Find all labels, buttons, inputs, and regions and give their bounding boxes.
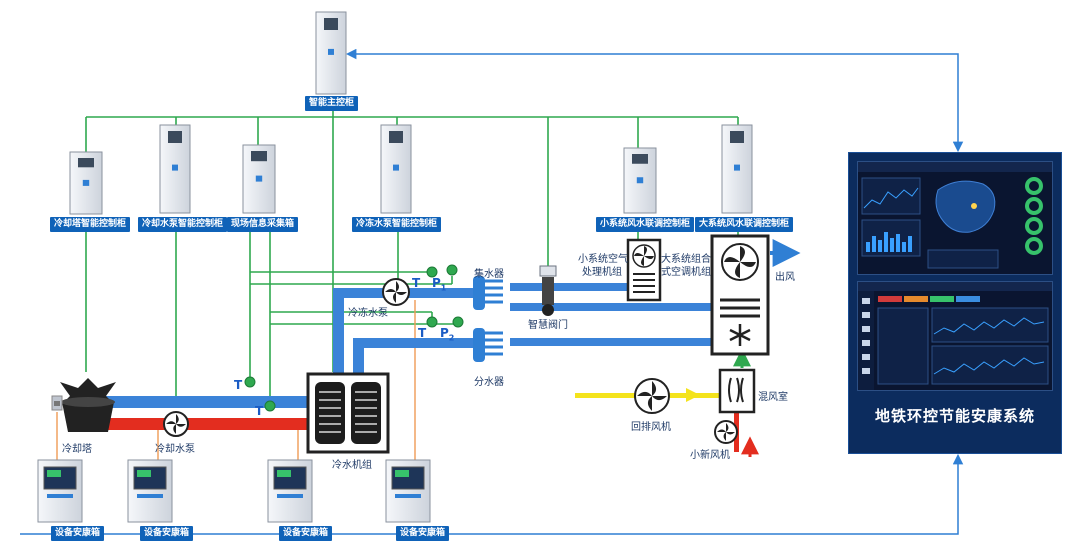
chilled-pump-fan-icon [382, 278, 410, 306]
safety-box-icon-3 [267, 459, 313, 523]
collector-label: 集水器 [474, 269, 504, 280]
chilled-temp-sensor-1 [426, 266, 438, 278]
small-ahu-unit-icon [626, 238, 662, 302]
small-ahu-label-line1: 小系统空气 [578, 254, 628, 265]
cooling-pump-fan-icon [163, 411, 189, 437]
chilled-pump-controller-label: 冷冻水泵智能控制柜 [352, 217, 442, 232]
cooling-pump-controller-label: 冷却水泵智能控制柜 [138, 217, 228, 232]
cooling-pump-label: 冷却水泵 [155, 444, 195, 455]
small-ahu-controller-label: 小系统风水联调控制柜 [596, 217, 695, 232]
chilled-pressure-sensor-label-2: P2 [440, 326, 455, 343]
main-control-cabinet-icon [315, 11, 347, 95]
cooling-temp-sensor-label-2: T [255, 404, 264, 418]
chilled-pipe-lower [353, 338, 473, 348]
small-ahu-label-line2: 处理机组 [582, 267, 622, 278]
chilled-pump-label: 冷冻水泵 [348, 308, 388, 319]
return-fan-label: 回排风机 [631, 422, 671, 433]
field-data-box-icon [242, 144, 276, 214]
return-fan-icon [634, 378, 670, 414]
cooling-tower-label: 冷却塔 [62, 444, 92, 455]
safety-box-label-2: 设备安康箱 [140, 526, 194, 541]
smart-valve-icon [539, 265, 557, 316]
safety-box-icon-2 [127, 459, 173, 523]
dashboard-map-graphic [858, 162, 1052, 269]
cooling-temp-sensor-1 [244, 376, 256, 388]
cooling-temp-sensor-2 [264, 400, 276, 412]
chilled-temp-sensor-label-2: T [418, 326, 427, 340]
chilled-temp-sensor-2 [426, 316, 438, 328]
cooling-temp-sensor-label-1: T [234, 378, 243, 392]
main-control-cabinet-label: 智能主控柜 [305, 96, 359, 111]
large-ahu-supply-pipe [510, 303, 715, 311]
large-ahu-controller-label: 大系统风水联调控制柜 [695, 217, 794, 232]
safety-box-icon-4 [385, 459, 431, 523]
outlet-air-label: 出风 [775, 272, 795, 283]
collector-icon [473, 276, 503, 310]
large-ahu-label-line2: 式空调机组 [661, 267, 711, 278]
dashboard-data-graphic [858, 282, 1052, 390]
fans [163, 278, 738, 444]
dashboard-screen-data [857, 281, 1053, 391]
field-data-box-label: 现场信息采集箱 [227, 217, 299, 232]
chilled-supply-riser [333, 290, 344, 388]
monitoring-links [20, 48, 964, 535]
chiller-unit-icon [306, 372, 390, 454]
fresh-fan-icon [714, 420, 738, 444]
distributor-label: 分水器 [474, 377, 504, 388]
mixing-room-label: 混风室 [758, 392, 788, 403]
fresh-fan-label: 小新风机 [690, 450, 730, 461]
cooling-tower-icon [60, 378, 116, 432]
large-ahu-label-line1: 大系统组合 [661, 254, 711, 265]
chilled-pressure-sensor-label-1: P1 [432, 276, 447, 293]
chilled-temp-sensor-label-1: T [412, 276, 421, 290]
cooling-return-pipe [82, 396, 310, 408]
safety-boxes [37, 459, 431, 523]
small-ahu-cabinet-icon [623, 147, 657, 214]
smart-valve-label: 智慧阀门 [528, 320, 568, 331]
system-title: 地铁环控节能安康系统 [874, 407, 1035, 425]
safety-box-label-4: 设备安康箱 [396, 526, 450, 541]
chilled-pump-cabinet-icon [380, 124, 412, 214]
cooling-tower-valve-icon [51, 395, 63, 411]
small-ahu-supply-pipe [510, 283, 635, 291]
chiller-label: 冷水机组 [332, 460, 372, 471]
cooling-pump-cabinet-icon [159, 124, 191, 214]
large-ahu-unit-icon [710, 234, 770, 356]
cooling-tower-cabinet-icon [69, 151, 103, 215]
dashboard-screen-map [857, 161, 1053, 275]
safety-box-label-1: 设备安康箱 [51, 526, 105, 541]
safety-box-icon-1 [37, 459, 83, 523]
safety-box-label-3: 设备安康箱 [279, 526, 333, 541]
chilled-return-riser [353, 340, 364, 388]
chilled-pressure-sensor-2 [452, 316, 464, 328]
large-ahu-cabinet-icon [721, 124, 753, 214]
monitoring-system-panel: 地铁环控节能安康系统 [848, 152, 1062, 454]
return-pipe [510, 338, 715, 346]
mixing-room-icon [718, 368, 756, 414]
sensors [244, 264, 464, 412]
return-air-duct [575, 393, 635, 398]
chilled-pressure-sensor-1 [446, 264, 458, 276]
distributor-icon [473, 328, 503, 362]
controller-cabinets [69, 11, 753, 215]
cooling-tower-controller-label: 冷却塔智能控制柜 [50, 217, 131, 232]
cooling-supply-pipe [82, 418, 310, 430]
